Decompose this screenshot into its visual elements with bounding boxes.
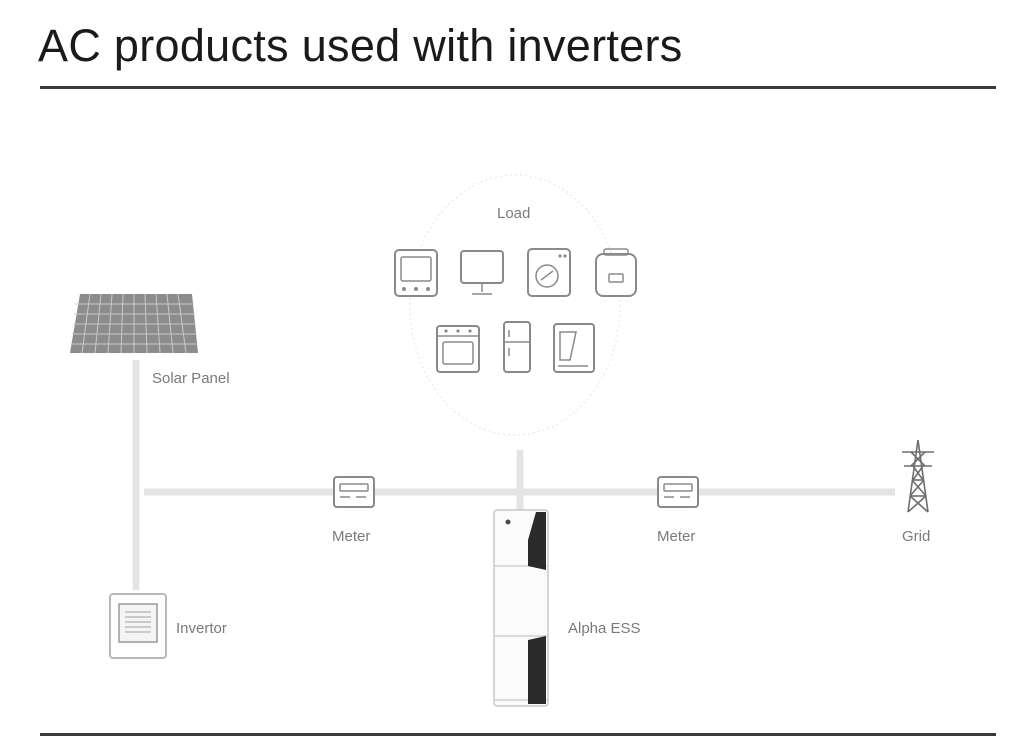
inverter-icon bbox=[109, 593, 167, 659]
solar-panel-icon bbox=[70, 293, 198, 354]
oven-icon bbox=[394, 249, 438, 297]
fridge-icon bbox=[503, 321, 531, 373]
alpha-ess-icon bbox=[493, 509, 549, 707]
bottom-divider bbox=[40, 733, 996, 736]
meter-left-label: Meter bbox=[332, 528, 370, 545]
meter-icon-right bbox=[657, 476, 699, 508]
washing-machine-icon bbox=[527, 248, 571, 297]
load-area bbox=[409, 174, 621, 436]
rice-cooker-icon bbox=[595, 248, 637, 297]
load-label: Load bbox=[497, 205, 530, 222]
grid-label: Grid bbox=[902, 528, 930, 545]
page-title: AC products used with inverters bbox=[38, 20, 683, 71]
coffee-machine-icon bbox=[553, 323, 595, 373]
grid-tower-icon bbox=[902, 439, 934, 513]
meter-right-label: Meter bbox=[657, 528, 695, 545]
monitor-icon bbox=[460, 250, 504, 295]
solar-panel-label: Solar Panel bbox=[152, 370, 230, 387]
microwave-icon bbox=[436, 325, 480, 373]
meter-icon-left bbox=[333, 476, 375, 508]
alpha-ess-label: Alpha ESS bbox=[568, 620, 641, 637]
top-divider bbox=[40, 86, 996, 89]
wiring bbox=[132, 360, 895, 590]
inverter-label: Invertor bbox=[176, 620, 227, 637]
